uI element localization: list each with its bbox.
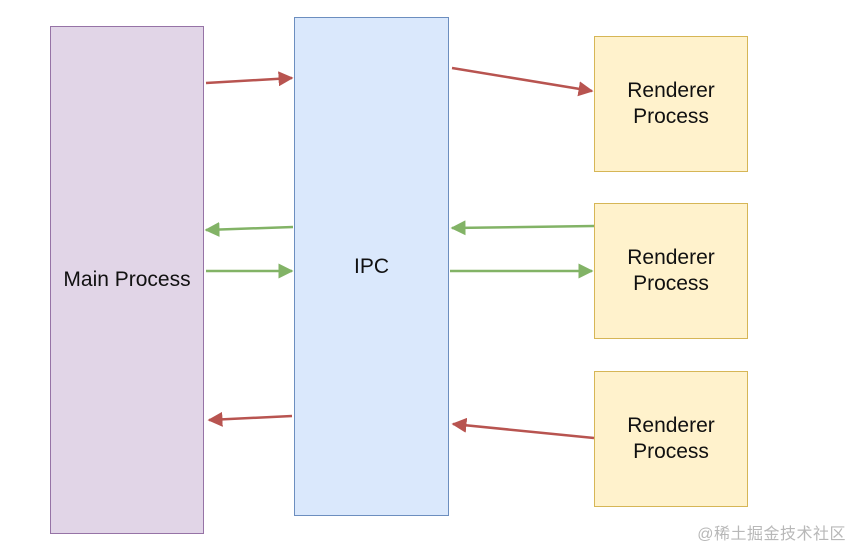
- arrow-ipc-to-main-green: [204, 222, 294, 238]
- ipc-label: IPC: [353, 254, 389, 278]
- watermark: @稀土掘金技术社区: [697, 526, 846, 543]
- main-process-label: Main Process: [63, 268, 191, 291]
- renderer-process-label-3: Renderer Process: [627, 414, 715, 463]
- arrow-ipc-to-main-red: [207, 411, 293, 427]
- arrow-renderer-2-to-ipc-green: [450, 220, 595, 236]
- renderer-process-label-1: Renderer Process: [627, 79, 715, 128]
- renderer-process-label-2: Renderer Process: [627, 246, 715, 295]
- renderer-process-box-1[interactable]: Renderer Process: [594, 36, 748, 172]
- ipc-box[interactable]: IPC: [294, 17, 449, 516]
- renderer-process-box-3[interactable]: Renderer Process: [594, 371, 748, 507]
- arrow-renderer-3-to-ipc-red: [451, 417, 595, 440]
- main-process-box[interactable]: Main Process: [50, 26, 204, 534]
- renderer-process-box-2[interactable]: Renderer Process: [594, 203, 748, 339]
- arrow-ipc-to-renderer-1-red: [451, 66, 594, 97]
- arrow-main-to-ipc-red: [205, 71, 294, 87]
